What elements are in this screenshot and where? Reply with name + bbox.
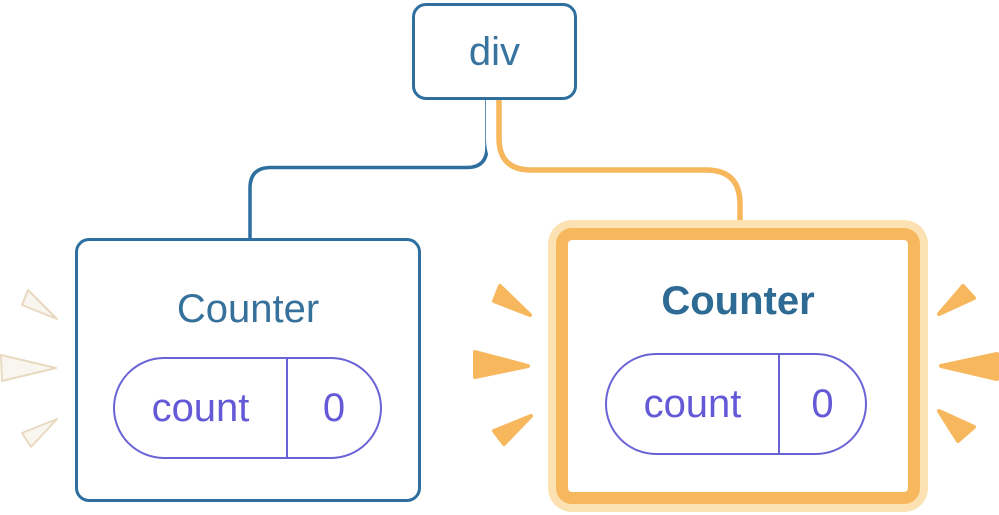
shine-mark [937, 284, 976, 316]
state-value: 0 [811, 382, 834, 426]
tree-node-div: div [412, 3, 577, 100]
counter-title: Counter [176, 287, 320, 331]
shine-mark [939, 352, 999, 381]
state-key: count [607, 355, 780, 453]
shine-mark [21, 418, 58, 448]
shine-mark [492, 284, 532, 317]
shine-mark [492, 414, 533, 446]
edge-div-to-right-counter [496, 100, 743, 234]
shine-mark [473, 350, 530, 379]
state-pill: count 0 [113, 357, 382, 459]
state-pill: count 0 [605, 353, 867, 455]
shine-mark [0, 354, 57, 382]
shine-mark [937, 409, 976, 443]
edge-div-to-right-counter-casing [486, 100, 753, 234]
shine-mark [21, 289, 58, 320]
counter-card-left: Counter count 0 [75, 238, 421, 502]
burst-right-card-right-orange [937, 284, 999, 443]
burst-right-card-left-orange [473, 284, 533, 446]
counter-card-right-highlighted: Counter count 0 [556, 228, 920, 504]
tree-node-div-label: div [468, 29, 521, 74]
edge-div-to-left-counter [248, 100, 489, 242]
state-key: count [115, 359, 288, 457]
state-value: 0 [322, 386, 346, 430]
burst-left-pale [0, 289, 58, 448]
counter-title: Counter [661, 279, 815, 323]
